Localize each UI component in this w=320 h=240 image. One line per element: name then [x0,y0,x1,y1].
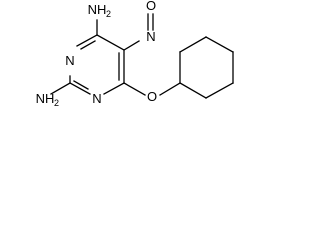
bond-c4-c5 [96,34,125,51]
bond-cy-1 [179,82,207,99]
atom-label-hydrogen: H [97,2,106,17]
atom-label: N [36,91,45,106]
bond-cy-4 [205,36,234,53]
atom-nitroso-o: O [146,0,156,13]
bond-c5-nitroso [123,40,140,51]
bond-c2-amino [50,82,71,95]
atom-amino-bottom: N H 2 [36,91,59,108]
pyrimidine-ring [69,34,125,95]
bond-cy-5 [179,36,207,53]
atom-ring-n-bottom: N [92,91,101,106]
bond-ether-cyclohexyl [159,82,181,96]
atom-ring-n-top: N [65,53,74,68]
atom-nitroso-n: N [146,29,155,44]
bond-n3-c4 [76,34,98,47]
cyclohexane-ring [179,36,234,99]
atom-ether-o: O [147,89,157,104]
chemical-structure: N H 2 N N N H 2 N O O [36,0,234,108]
atom-label-hydrogen: H [45,91,54,106]
atom-amino-top: N H 2 [88,2,111,19]
atom-hydrogen-count: 2 [106,9,111,19]
bond-c6-n1 [103,82,125,95]
bond-n1-c2 [69,82,91,95]
atom-hydrogen-count: 2 [54,98,59,108]
bond-c6-ether [123,82,146,96]
bond-n1-c2-double [73,80,89,90]
atom-label: N [88,2,97,17]
bond-cy-2 [205,82,234,99]
bond-n3-c4-double [80,40,96,50]
